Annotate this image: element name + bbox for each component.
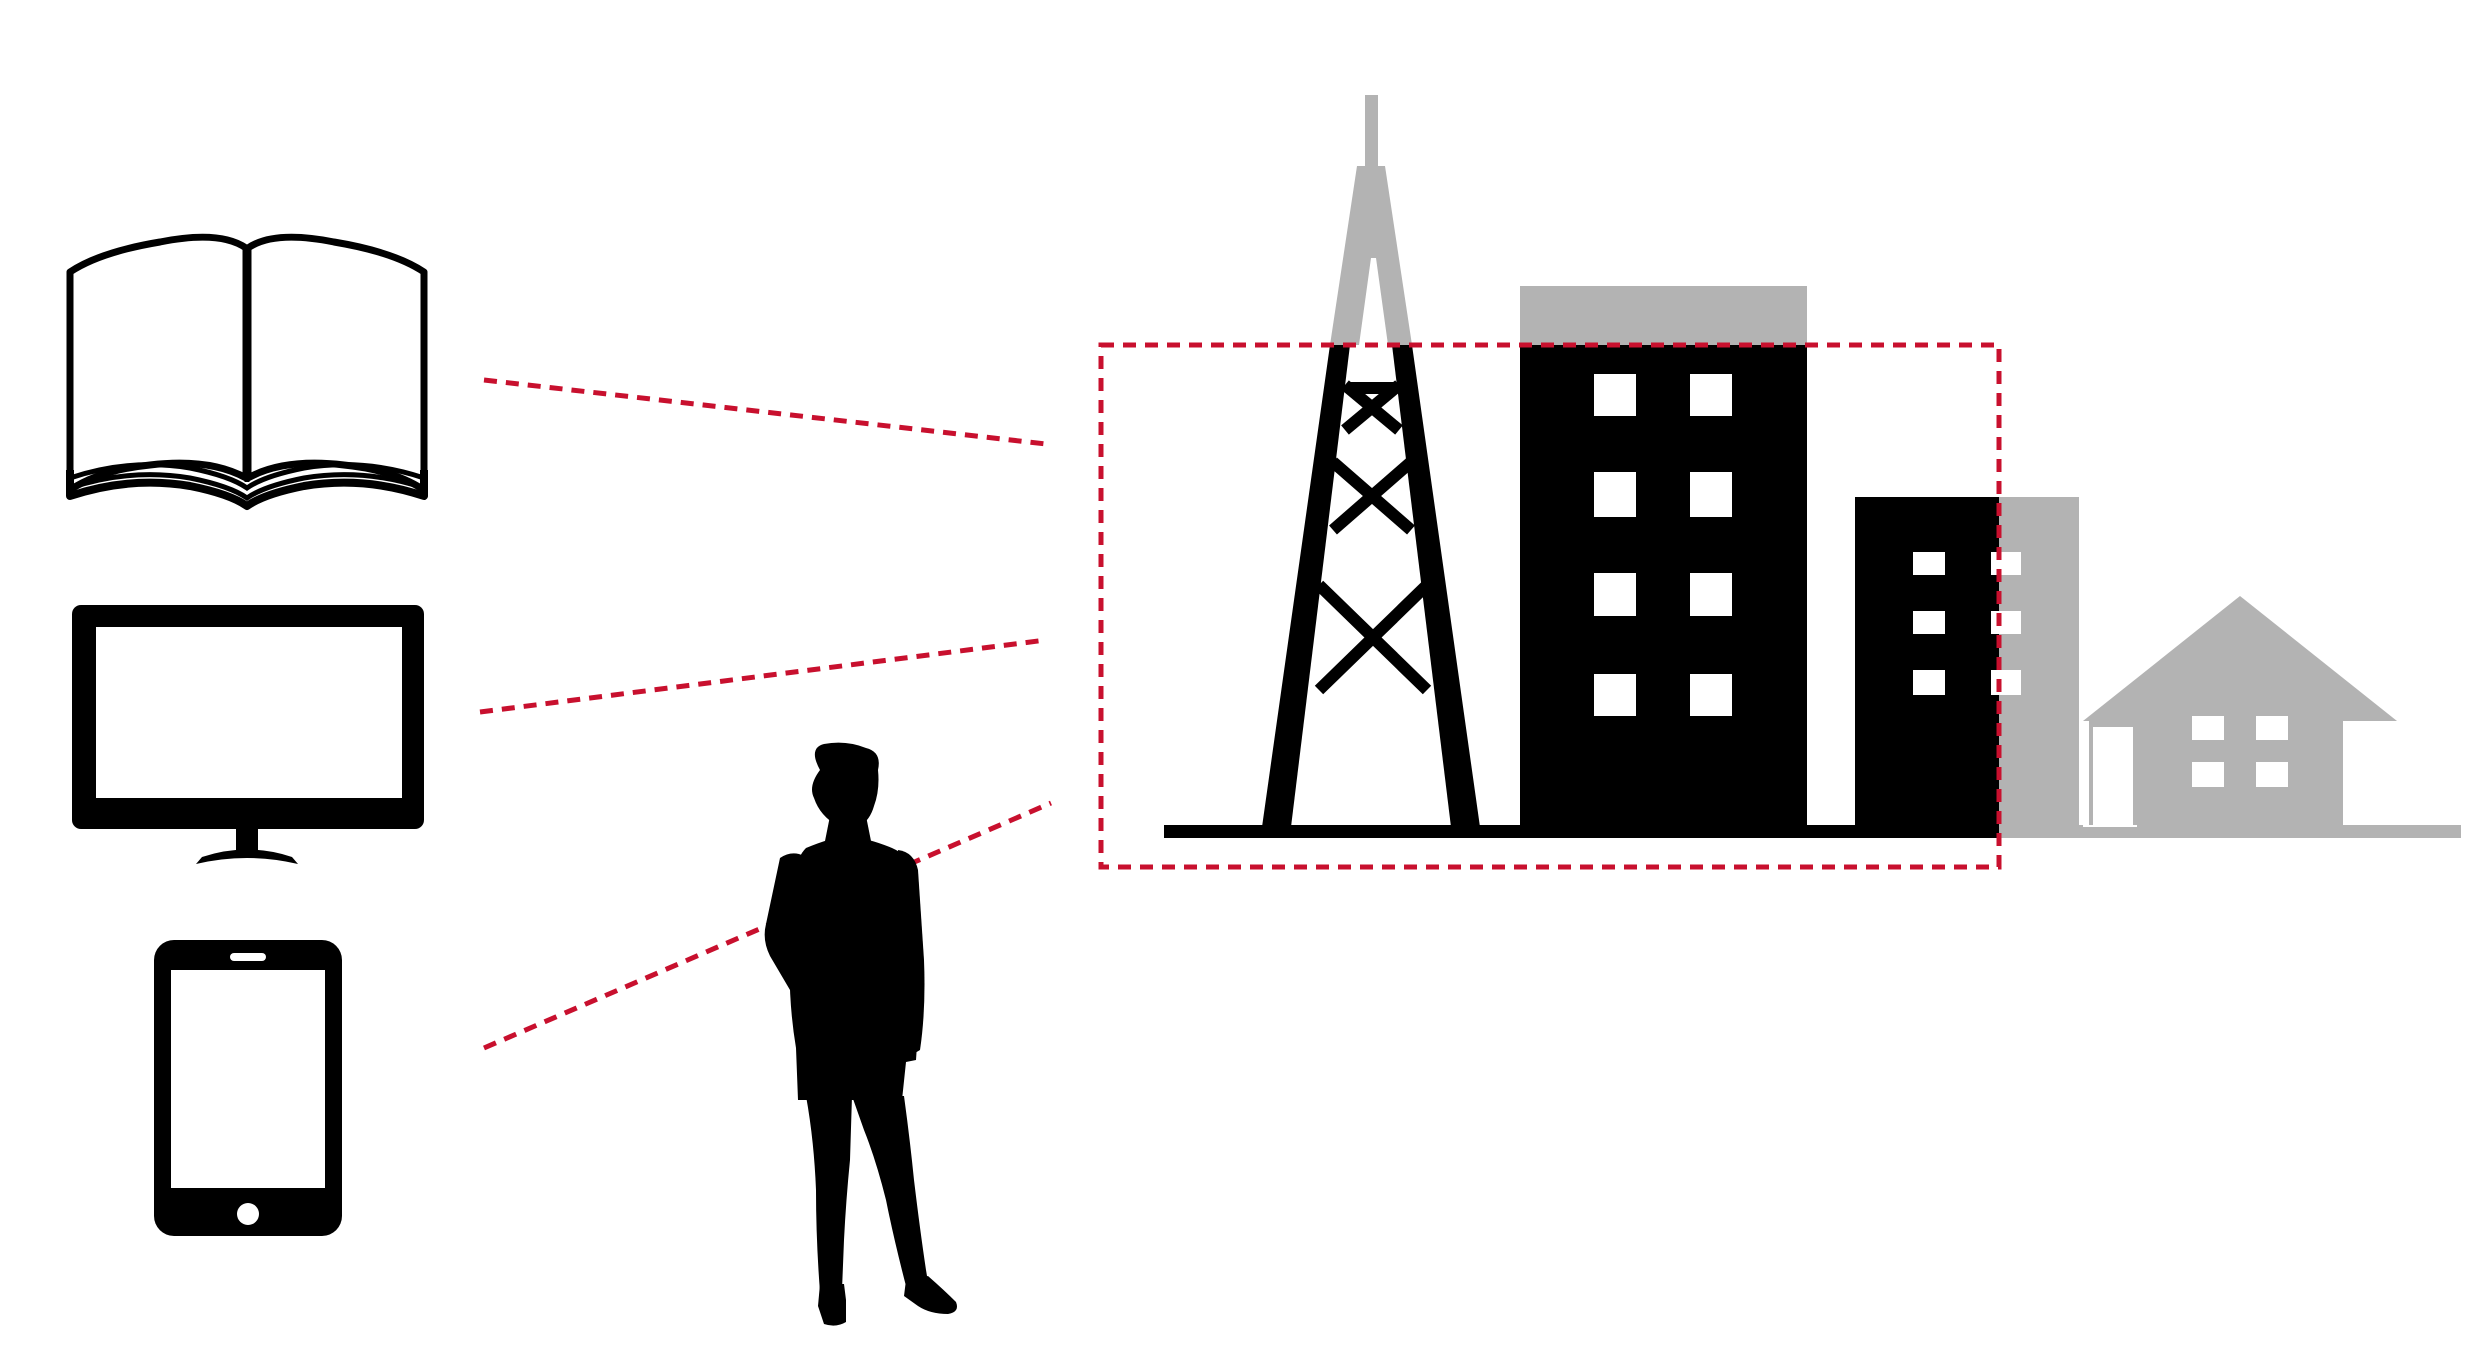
smartphone-icon xyxy=(154,940,342,1236)
tower-icon xyxy=(1262,345,1480,827)
person-silhouette-icon xyxy=(765,743,957,1326)
sight-lines xyxy=(480,380,1051,1048)
building-icon xyxy=(1855,497,2005,830)
open-book-icon xyxy=(70,237,424,506)
sight-line-monitor xyxy=(480,640,1046,712)
scene-out-of-frame xyxy=(1164,95,2461,838)
sight-line-book xyxy=(484,380,1046,444)
scene-in-frame xyxy=(1164,340,2005,838)
monitor-icon xyxy=(72,605,424,864)
building-icon xyxy=(1520,340,1807,830)
house-icon xyxy=(2083,596,2397,827)
